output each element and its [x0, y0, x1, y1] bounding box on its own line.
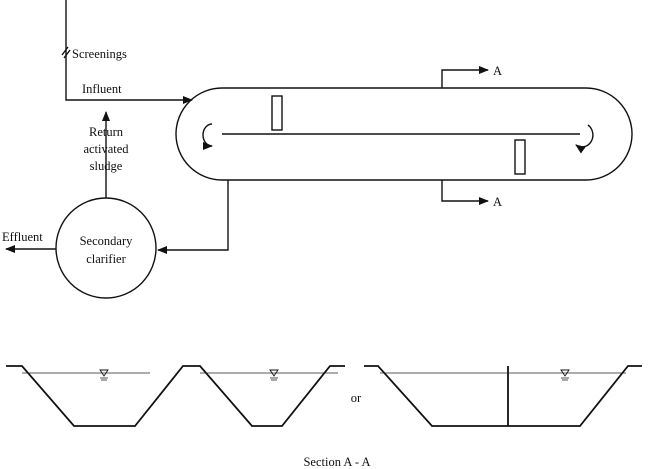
water-surface-icon-3: [561, 370, 569, 380]
section-caption: Section A - A: [303, 455, 370, 469]
section-marker-top-arrow: [442, 70, 488, 88]
water-surface-icon-1: [100, 370, 108, 380]
aerator-rotor-1: [272, 96, 282, 130]
clarifier-label-line2: clarifier: [86, 252, 126, 266]
or-label: or: [351, 391, 362, 405]
return-label-line2: activated: [83, 142, 129, 156]
clarifier-label-line1: Secondary: [80, 234, 134, 248]
return-label-line3: sludge: [90, 159, 123, 173]
section-marker-bottom-arrow: [442, 180, 488, 201]
water-surface-icon-2: [270, 370, 278, 380]
section-marker-top-label: A: [493, 64, 502, 78]
aerator-rotor-2: [515, 140, 525, 174]
section-two-channel-profile: [6, 366, 345, 426]
return-label-line1: Return: [89, 125, 124, 139]
mixed-liquor-line: [158, 180, 228, 250]
screenings-label: Screenings: [72, 47, 127, 61]
effluent-label: Effluent: [2, 230, 43, 244]
section-marker-bottom-label: A: [493, 195, 502, 209]
secondary-clarifier: [56, 198, 156, 298]
flow-turn-arrow-right: [576, 125, 593, 147]
influent-label: Influent: [82, 82, 122, 96]
section-single-channel-profile: [364, 366, 642, 426]
flow-turn-arrow-left: [203, 124, 212, 146]
